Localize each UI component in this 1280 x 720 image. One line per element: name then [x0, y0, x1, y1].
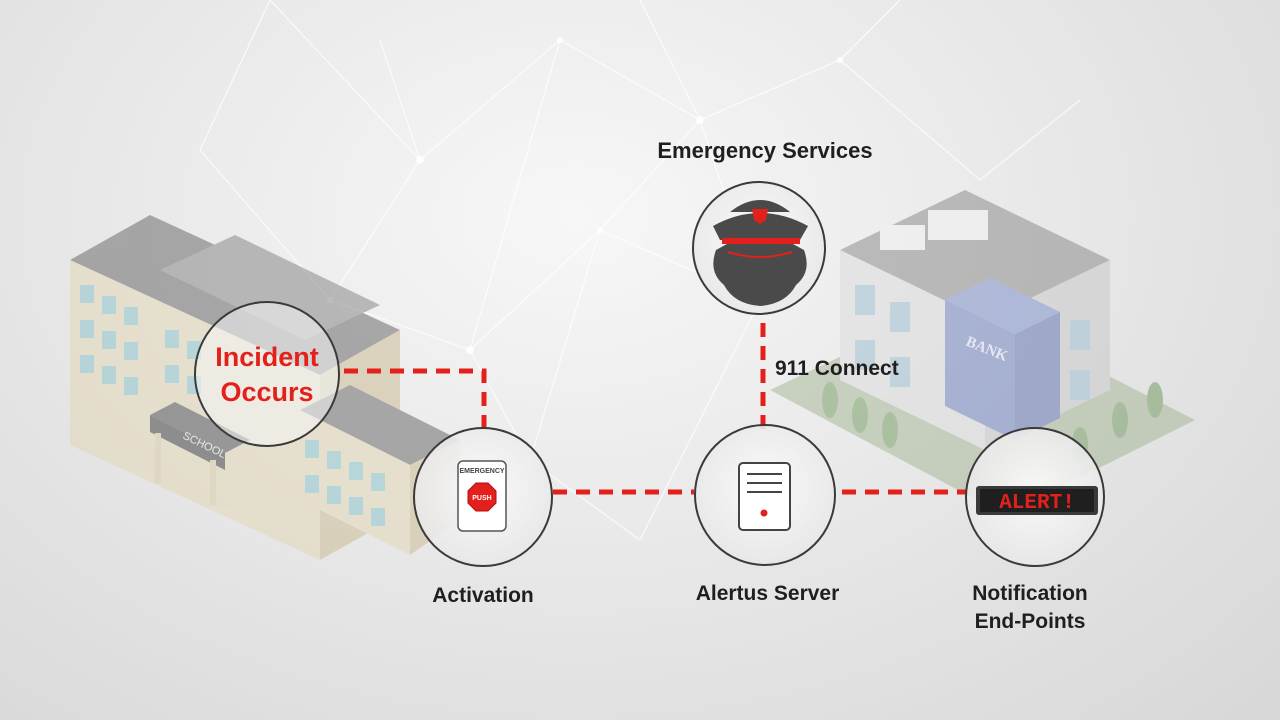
- incident-label-line1: Incident: [215, 342, 319, 372]
- police-officer-icon: [713, 200, 808, 306]
- server-node: [694, 424, 836, 566]
- endpoints-node: [965, 427, 1105, 567]
- connect-911-label: 911 Connect: [775, 357, 899, 380]
- activation-label: Activation: [432, 584, 534, 607]
- alert-sign-text: ALERT!: [999, 492, 1075, 515]
- endpoints-label-line1: Notification: [972, 582, 1088, 605]
- alert-sign-icon: [976, 486, 1098, 515]
- connectors: [344, 323, 966, 495]
- incident-node: [194, 301, 340, 447]
- server-icon: [738, 462, 791, 531]
- connector-incident-activation: [344, 368, 487, 428]
- incident-label-line2: Occurs: [220, 377, 314, 407]
- endpoints-label-line2: End-Points: [974, 610, 1086, 633]
- button-header-text: EMERGENCY: [459, 468, 504, 475]
- activation-node: [413, 427, 553, 567]
- server-label: Alertus Server: [695, 582, 840, 605]
- emergency-services-node: [692, 181, 826, 315]
- button-push-text: PUSH: [472, 495, 491, 502]
- emergency-services-label: Emergency Services: [657, 138, 873, 163]
